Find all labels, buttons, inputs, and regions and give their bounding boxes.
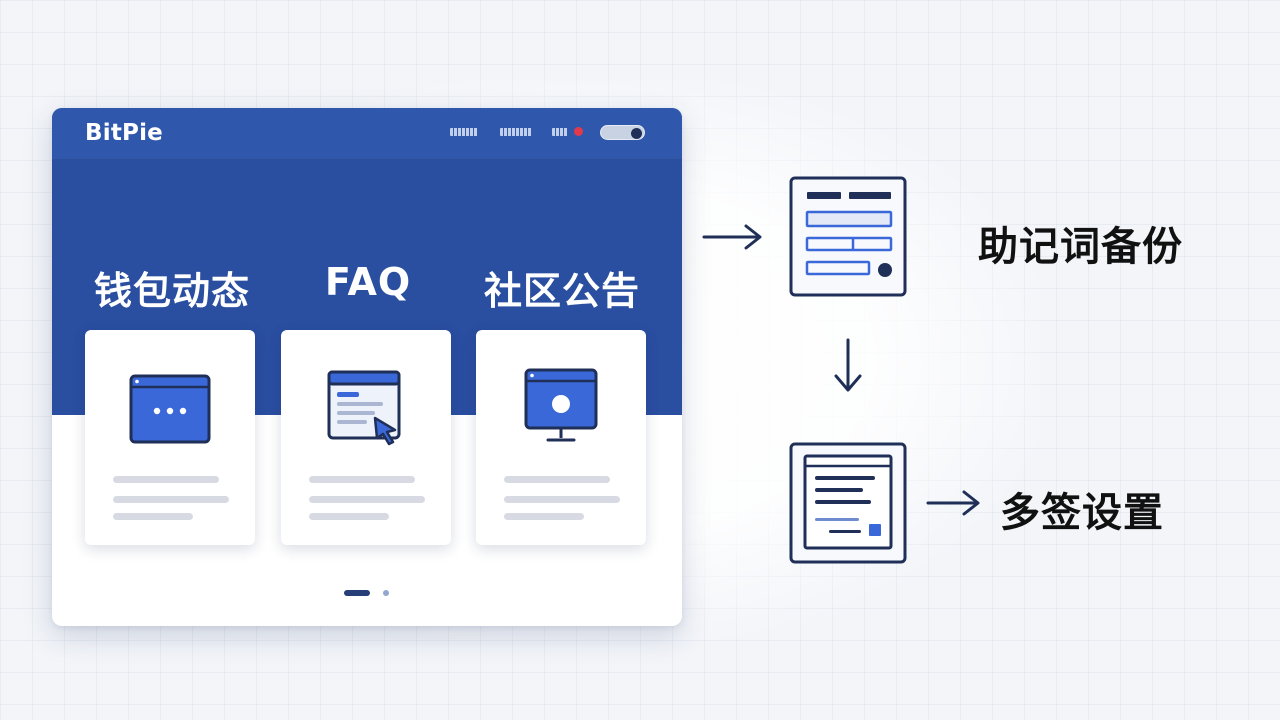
form-document-icon bbox=[789, 176, 907, 297]
carousel-indicator-active[interactable] bbox=[344, 590, 370, 596]
nav-item-1[interactable] bbox=[450, 128, 478, 136]
notification-dot-icon bbox=[574, 127, 583, 136]
toggle-knob bbox=[631, 128, 642, 139]
step-label-mnemonic-backup: 助记词备份 bbox=[978, 224, 1183, 270]
card-faq[interactable] bbox=[281, 330, 451, 545]
card-community-notice[interactable] bbox=[476, 330, 646, 545]
text-placeholder-line bbox=[504, 476, 610, 483]
section-title-faq: FAQ bbox=[324, 260, 412, 304]
step-label-multisig-setup: 多签设置 bbox=[1000, 490, 1164, 536]
text-placeholder-line bbox=[113, 513, 193, 520]
section-title-community-notice: 社区公告 bbox=[483, 269, 640, 313]
text-placeholder-line bbox=[113, 476, 219, 483]
text-placeholder-line bbox=[309, 476, 415, 483]
arrow-right-icon bbox=[702, 224, 762, 250]
carousel-indicator[interactable] bbox=[383, 590, 389, 596]
browser-window-dots-icon bbox=[129, 374, 211, 444]
app-window: BitPie 钱包动态 FAQ 社区公告 bbox=[52, 108, 682, 626]
theme-toggle[interactable] bbox=[600, 125, 645, 140]
text-placeholder-line bbox=[504, 513, 584, 520]
text-placeholder-line bbox=[309, 496, 425, 503]
nav-item-3[interactable] bbox=[552, 128, 568, 136]
text-placeholder-line bbox=[504, 496, 620, 503]
nav-item-2[interactable] bbox=[500, 128, 532, 136]
monitor-icon bbox=[524, 368, 598, 442]
browser-window-list-cursor-icon bbox=[327, 370, 401, 446]
top-navigation-bar: BitPie bbox=[52, 108, 682, 158]
text-placeholder-line bbox=[309, 513, 389, 520]
card-wallet-news[interactable] bbox=[85, 330, 255, 545]
text-placeholder-line bbox=[113, 496, 229, 503]
arrow-down-icon bbox=[834, 338, 862, 392]
settings-document-icon bbox=[789, 442, 907, 564]
section-title-wallet-news: 钱包动态 bbox=[93, 269, 250, 313]
brand-logo[interactable]: BitPie bbox=[85, 120, 163, 146]
arrow-right-icon bbox=[926, 490, 980, 516]
